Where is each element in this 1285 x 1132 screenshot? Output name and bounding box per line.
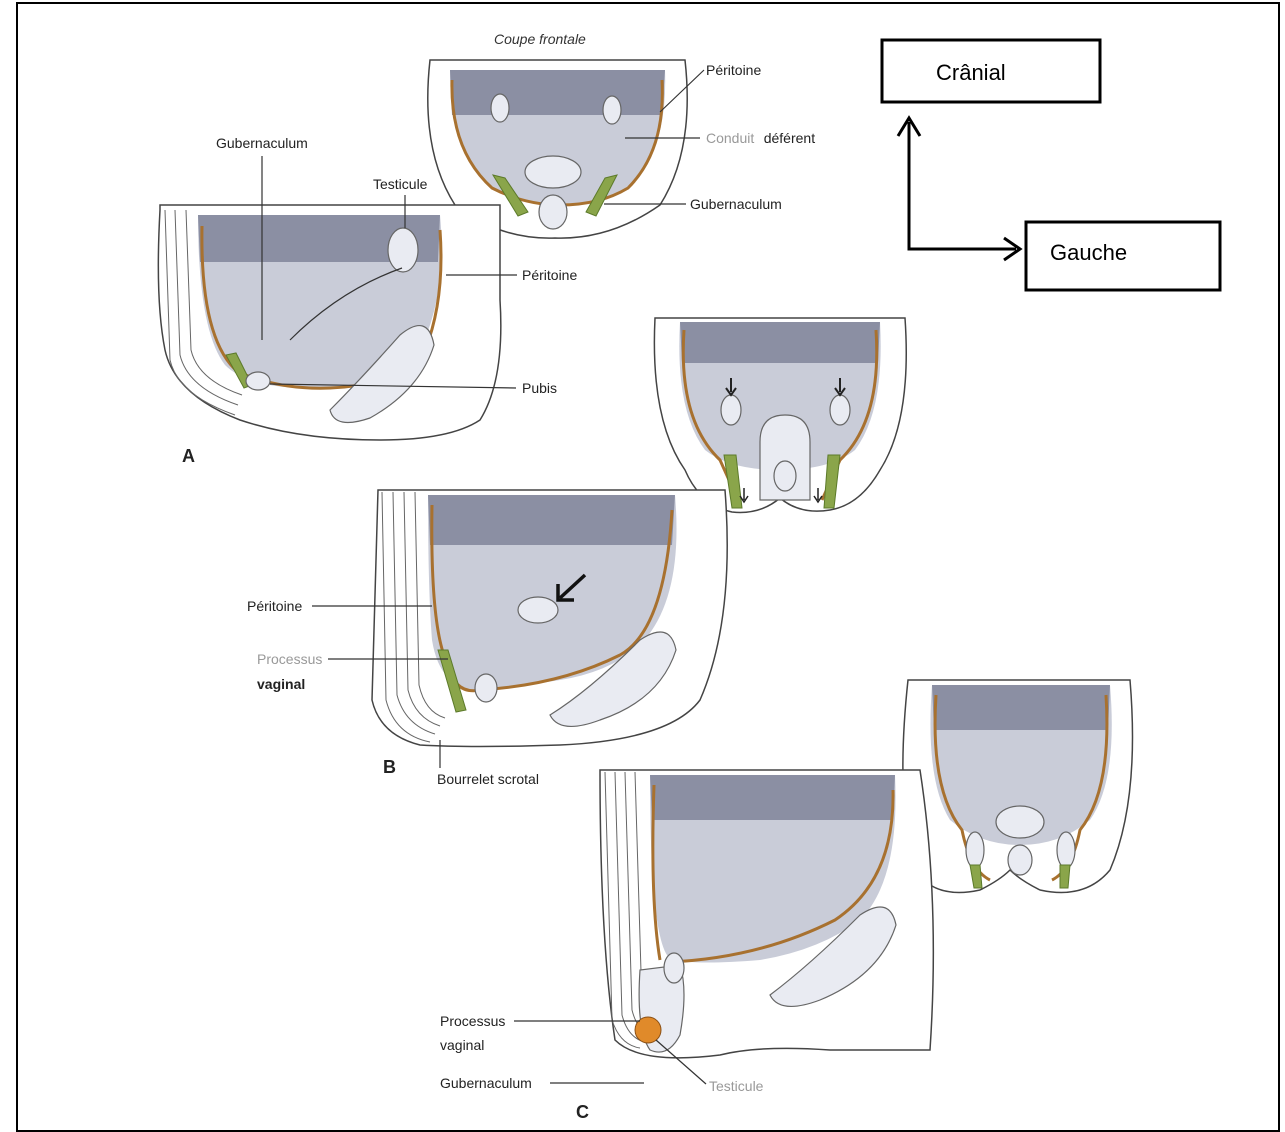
gubernaculum-frontal-label: Gubernaculum	[690, 196, 782, 212]
sagittal-b-upper-wall	[428, 495, 675, 545]
peritoine-frontal-label: Péritoine	[706, 62, 761, 78]
frontal-c-testis-right-icon	[1057, 832, 1075, 868]
frontal-c-rectum-icon	[1008, 845, 1032, 875]
left-label: Gauche	[1050, 240, 1127, 265]
conduit-label-part: Conduit	[706, 130, 754, 146]
processus-c-label-line2: vaginal	[440, 1037, 484, 1053]
testicule-label: Testicule	[373, 176, 428, 192]
frontal-c-gubernaculum-right-icon	[1060, 865, 1070, 888]
panel-c-frontal-section	[903, 680, 1133, 893]
frontal-c-bladder-icon	[996, 806, 1044, 838]
panel-b-letter: B	[383, 757, 396, 777]
axis-arrow-line	[909, 122, 1016, 249]
panel-a-letter: A	[182, 446, 195, 466]
gubernaculum-side-label: Gubernaculum	[216, 135, 308, 151]
frontal-a-testis-left-icon	[491, 94, 509, 122]
section-title-label: Coupe frontale	[494, 31, 586, 47]
sagittal-a-testis-icon	[388, 228, 418, 272]
frontal-c-testis-left-icon	[966, 832, 984, 868]
bourrelet-scrotal-label: Bourrelet scrotal	[437, 771, 539, 787]
orientation-indicator: Crânial Gauche	[882, 40, 1220, 290]
peritoine-b-label: Péritoine	[247, 598, 302, 614]
panel-c-letter: C	[576, 1102, 589, 1120]
peritoine-side-label: Péritoine	[522, 267, 577, 283]
frontal-a-testis-right-icon	[603, 96, 621, 124]
sagittal-c-upper-wall	[650, 775, 895, 820]
panel-b-sagittal-section	[372, 490, 727, 747]
gubernaculum-c-label: Gubernaculum	[440, 1075, 532, 1091]
pubis-label: Pubis	[522, 380, 557, 396]
sagittal-a-pubis-icon	[246, 372, 270, 390]
panel-b-frontal-section	[654, 318, 906, 512]
processus-b-label-line2: vaginal	[257, 676, 305, 692]
deferent-label-part: déférent	[764, 130, 815, 146]
frontal-b-testis-right-icon	[830, 395, 850, 425]
frontal-section-b-upper-wall	[680, 322, 880, 363]
processus-c-label-line1: Processus	[440, 1013, 505, 1029]
frontal-a-rectum-icon	[539, 195, 567, 229]
frontal-a-bladder-icon	[525, 156, 581, 188]
conduit-deferent-label: Conduit déférent	[706, 130, 815, 147]
frontal-section-a-upper-wall	[450, 70, 665, 115]
frontal-b-rectum-icon	[774, 461, 796, 491]
frontal-b-testis-left-icon	[721, 395, 741, 425]
sagittal-c-pubis-icon	[664, 953, 684, 983]
processus-b-label-line1: Processus	[257, 651, 322, 667]
sagittal-b-testis-icon	[518, 597, 558, 623]
frontal-section-c-upper-wall	[932, 685, 1110, 730]
panel-a-sagittal-section	[158, 205, 501, 440]
testicule-c-label: Testicule	[709, 1078, 764, 1094]
cranial-label: Crânial	[936, 60, 1006, 85]
panel-c-sagittal-section	[600, 770, 933, 1058]
sagittal-b-pubis-icon	[475, 674, 497, 702]
